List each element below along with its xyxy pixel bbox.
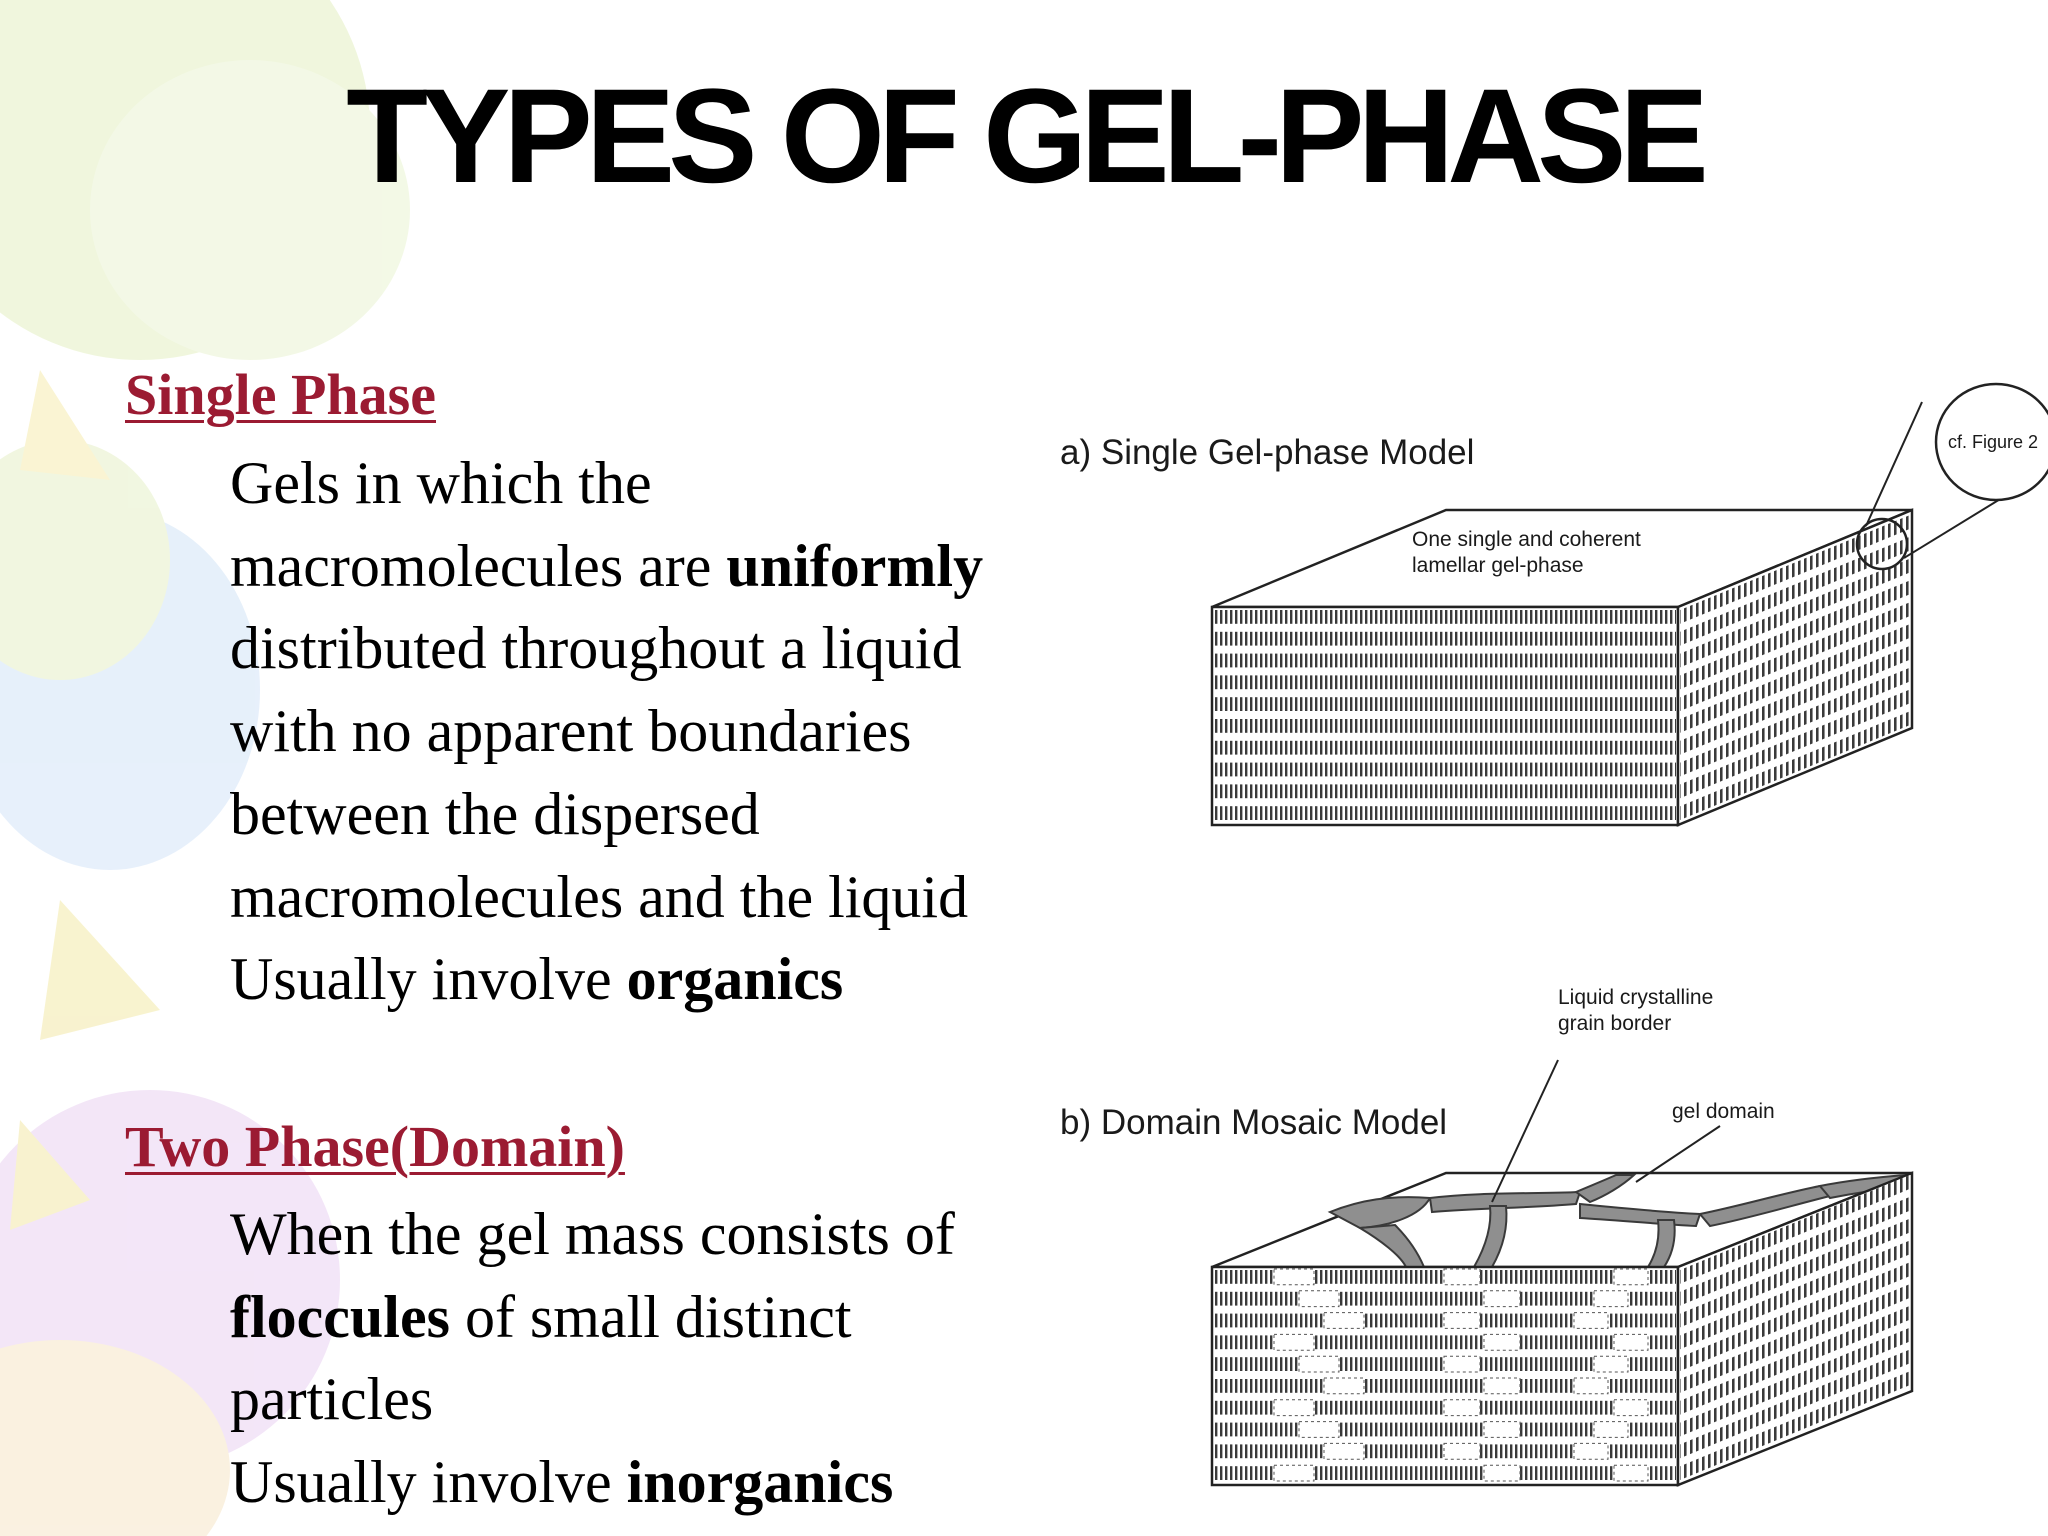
grain-border-segment — [1273, 1464, 1315, 1482]
lamellar-layer-side — [1680, 1284, 1910, 1393]
grain-border-segment — [1573, 1377, 1609, 1395]
lamellar-layer — [1214, 675, 1676, 690]
callout-label: cf. Figure 2 — [1948, 432, 2038, 452]
grain-border-segment — [1273, 1333, 1315, 1351]
lamellar-layer-side — [1680, 1240, 1910, 1350]
text-line: macromolecules and the liquid — [230, 863, 969, 930]
gel-phase-model-figure: a) Single Gel-phase Model One single and… — [1060, 382, 2048, 1487]
gel-domain-label: gel domain — [1672, 1100, 1775, 1123]
lamellar-layer-side — [1680, 536, 1910, 646]
lamellar-layer-side — [1680, 1305, 1910, 1415]
grain-border-segment — [1443, 1355, 1481, 1373]
grain-border-segment — [1443, 1312, 1481, 1329]
grain-border-segment — [1323, 1442, 1365, 1460]
lamellar-layer — [1214, 784, 1676, 799]
grain-border-segment — [1613, 1464, 1649, 1482]
lamellar-layer-side — [1680, 558, 1910, 668]
text-line: distributed throughout a liquid — [230, 615, 962, 682]
lamellar-layer — [1214, 610, 1676, 624]
grain-border-segment — [1483, 1421, 1521, 1438]
lamellar-layer-side — [1680, 1218, 1910, 1328]
lamellar-layer-side — [1680, 1371, 1910, 1480]
grain-border-segment — [1613, 1399, 1649, 1417]
text-line: macromolecules are uniformly — [230, 532, 984, 599]
text-line: particles — [230, 1366, 434, 1433]
lamellar-layer — [1214, 762, 1676, 777]
grain-border-segment — [1573, 1312, 1609, 1329]
lamellar-layer-side — [1680, 515, 1910, 624]
text-line: between the dispersed — [230, 780, 760, 847]
grain-border-segment — [1483, 1290, 1521, 1308]
lamellar-layer — [1214, 719, 1676, 733]
text-line: with no apparent boundaries — [230, 698, 912, 765]
lamellar-layer — [1214, 653, 1676, 668]
lamellar-layer — [1214, 740, 1676, 755]
grain-border-segment — [1298, 1290, 1340, 1308]
grain-border-segment — [1323, 1312, 1365, 1329]
lamellar-layer — [1214, 631, 1676, 646]
lamellar-layer-side — [1680, 602, 1910, 711]
lamellar-layer-side — [1680, 1175, 1910, 1284]
grain-border-segment — [1443, 1268, 1481, 1286]
grain-border-segment — [1593, 1421, 1629, 1438]
lamellar-layer-side — [1680, 689, 1910, 799]
grain-border-segment — [1483, 1333, 1521, 1351]
lamellar-layer — [1214, 806, 1676, 820]
lamellar-layer-side — [1680, 1262, 1910, 1371]
grain-border-segment — [1573, 1442, 1609, 1460]
domain-mosaic-model-title: b) Domain Mosaic Model — [1060, 1103, 1447, 1142]
lamellar-layer-side — [1680, 580, 1910, 690]
lamellar-layer-side — [1680, 645, 1910, 755]
text-line: floccules of small distinct — [230, 1283, 852, 1350]
two-phase-heading: Two Phase(Domain) — [125, 1114, 625, 1179]
magnifier-callout: cf. Figure 2 — [1855, 382, 2048, 571]
grain-border-segment — [1443, 1399, 1481, 1417]
slide-title: TYPES OF GEL-PHASE — [346, 62, 1709, 211]
lamellar-layer-side — [1680, 711, 1910, 820]
grain-border-segment — [1273, 1399, 1315, 1417]
lamellar-layer — [1214, 1335, 1676, 1350]
grain-border-segment — [1613, 1333, 1649, 1351]
two-phase-description: When the gel mass consists of floccules … — [230, 1193, 1110, 1524]
lamellar-layer-side — [1680, 1349, 1910, 1459]
lamellar-layer-side — [1680, 667, 1910, 777]
grain-border-segment — [1483, 1377, 1521, 1395]
single-phase-description: Gels in which the macromolecules are uni… — [230, 442, 1110, 1021]
single-gel-phase-model-title: a) Single Gel-phase Model — [1060, 433, 1474, 472]
single-phase-heading: Single Phase — [125, 362, 436, 427]
grain-border-segment — [1443, 1442, 1481, 1460]
lamellar-layer-side — [1680, 624, 1910, 733]
grain-border-segment — [1483, 1464, 1521, 1482]
domain-mosaic-block — [1210, 1059, 1914, 1487]
grain-border-segment — [1323, 1377, 1365, 1395]
grain-border-segment — [1613, 1268, 1649, 1286]
grain-border-label: Liquid crystalline grain border — [1558, 986, 1719, 1035]
single-gel-phase-block — [1210, 508, 1914, 827]
grain-border-segment — [1593, 1290, 1629, 1308]
lamellar-layer — [1214, 1466, 1676, 1480]
text-line: Usually involve inorganics — [230, 1449, 894, 1516]
grain-border-segment — [1298, 1355, 1340, 1373]
text-line: Gels in which the — [230, 450, 652, 516]
lamellar-layer-side — [1680, 1196, 1910, 1306]
grain-border-segment — [1593, 1355, 1629, 1373]
text-line: Usually involve organics — [230, 946, 844, 1013]
grain-border-segment — [1298, 1421, 1340, 1438]
grain-border-segment — [1273, 1268, 1315, 1286]
text-line: When the gel mass consists of — [230, 1201, 955, 1267]
lamellar-layer — [1214, 697, 1676, 711]
single-phase-annotation: One single and coherent lamellar gel-pha… — [1412, 528, 1647, 577]
lamellar-layer-side — [1680, 1327, 1910, 1437]
